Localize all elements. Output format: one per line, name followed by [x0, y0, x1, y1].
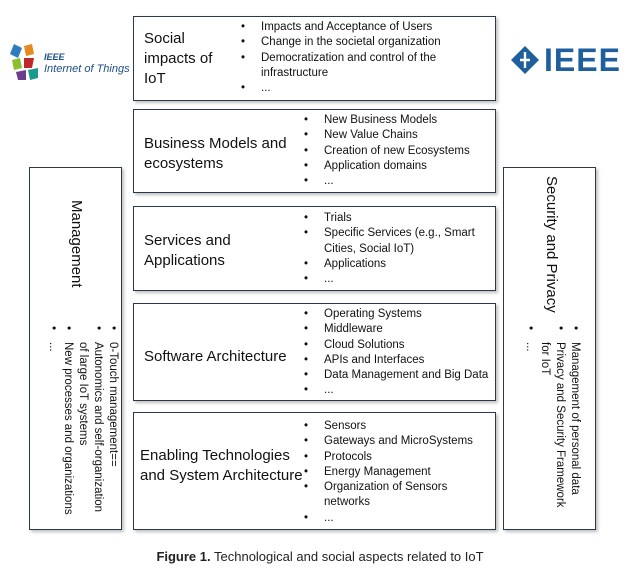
layer-enabling-technologies: Enabling Technologies and System Archite… — [133, 412, 496, 530]
list-item: ... — [304, 511, 473, 527]
list-item: Privacy and Security Framework — [552, 326, 567, 508]
management-title: Management — [68, 200, 85, 288]
layer-title-line: Software Architecture — [144, 348, 287, 365]
list-item: Impacts and Acceptance of Users — [241, 20, 441, 36]
ieee-iot-logo: IEEE Internet of Things — [8, 42, 138, 82]
list-item: Management of personal data — [567, 326, 582, 508]
list-item: APIs and Interfaces — [304, 353, 488, 369]
list-item: Cloud Solutions — [304, 338, 488, 354]
list-item: of large IoT systems — [77, 342, 89, 446]
iot-logo-icon — [10, 44, 38, 80]
list-item: Data Management and Big Data — [304, 368, 488, 384]
layer-title-line: impacts of — [144, 50, 213, 67]
list-item: Applications — [304, 257, 475, 273]
list-item: ... — [241, 81, 441, 97]
list-item: networks — [324, 496, 371, 509]
layer-title-line: IoT — [144, 70, 166, 87]
ieee-logo-text: IEEE — [544, 42, 621, 78]
layer-title-line: ecosystems — [144, 155, 224, 172]
layer-services-applications: Services and Applications Trials Specifi… — [133, 206, 496, 291]
layer-software-architecture: Software Architecture Operating Systems … — [133, 303, 496, 401]
list-item: ... — [522, 326, 537, 508]
list-item: ... — [304, 174, 470, 190]
list-item: ... — [45, 326, 60, 515]
layer-title: Social impacts of IoT — [144, 29, 212, 89]
list-item: Operating Systems — [304, 307, 488, 323]
list-item: Cities, Social IoT) — [324, 242, 415, 255]
list-item: Creation of new Ecosystems — [304, 144, 470, 160]
list-item: Change in the societal organization — [241, 35, 441, 51]
layer-title-line: Social — [144, 30, 185, 47]
list-item: Democratization and control of the — [241, 51, 441, 67]
list-item: Sensors — [304, 419, 473, 435]
list-item: Application domains — [304, 159, 470, 175]
layer-title: Enabling Technologies and System Archite… — [140, 446, 303, 486]
list-item: Specific Services (e.g., Smart — [304, 226, 475, 242]
layer-title: Software Architecture — [144, 347, 287, 367]
figure-caption: Figure 1. Technological and social aspec… — [0, 549, 640, 564]
layer-item-list: Trials Specific Services (e.g., Smart Ci… — [304, 211, 475, 288]
layer-title-line: Applications — [144, 252, 225, 269]
list-item: 0-Touch management== — [105, 326, 120, 515]
figure-label: Figure 1. — [156, 549, 211, 564]
list-item: Energy Management — [304, 465, 473, 481]
list-item: Gateways and MicroSystems — [304, 434, 473, 450]
security-privacy-panel: Security and Privacy Management of perso… — [503, 167, 596, 530]
list-item: ... — [304, 383, 488, 399]
ieee-diamond-icon — [511, 46, 539, 74]
iot-logo-ieee-text: IEEE — [44, 52, 65, 62]
ieee-logo: IEEE — [510, 42, 635, 78]
list-item: infrastructure — [261, 66, 329, 79]
layer-social-impacts: Social impacts of IoT Impacts and Accept… — [133, 16, 496, 101]
list-item: ... — [304, 272, 475, 288]
layer-item-list: Operating Systems Middleware Cloud Solut… — [304, 307, 488, 399]
management-panel: Management 0-Touch management== Autonomi… — [29, 167, 122, 530]
list-item: Organization of Sensors — [304, 480, 473, 496]
figure-caption-text: Technological and social aspects related… — [210, 549, 484, 564]
layer-business-models: Business Models and ecosystems New Busin… — [133, 109, 496, 193]
layer-item-list: Impacts and Acceptance of Users Change i… — [241, 20, 441, 97]
iot-logo-name-text: Internet of Things — [44, 63, 130, 75]
list-item: Protocols — [304, 450, 473, 466]
layer-title: Services and Applications — [144, 231, 231, 271]
list-item: Middleware — [304, 322, 488, 338]
layer-title-line: and System Architecture — [140, 467, 303, 484]
list-item: New Business Models — [304, 113, 470, 129]
layer-title-line: Services and — [144, 232, 231, 249]
list-item: Autonomics and self-organization — [90, 326, 105, 515]
list-item: for IoT — [539, 342, 551, 376]
list-item: New processes and organizations — [60, 326, 75, 515]
layer-item-list: Sensors Gateways and MicroSystems Protoc… — [304, 419, 473, 526]
layer-title: Business Models and ecosystems — [144, 134, 287, 174]
layer-item-list: New Business Models New Value Chains Cre… — [304, 113, 470, 190]
layer-title-line: Enabling Technologies — [140, 447, 290, 464]
management-item-list: 0-Touch management== Autonomics and self… — [45, 326, 120, 515]
list-item: Trials — [304, 211, 475, 227]
layer-title-line: Business Models and — [144, 135, 287, 152]
list-item: New Value Chains — [304, 128, 470, 144]
security-item-list: Management of personal data Privacy and … — [522, 326, 582, 508]
security-title: Security and Privacy — [543, 176, 560, 313]
